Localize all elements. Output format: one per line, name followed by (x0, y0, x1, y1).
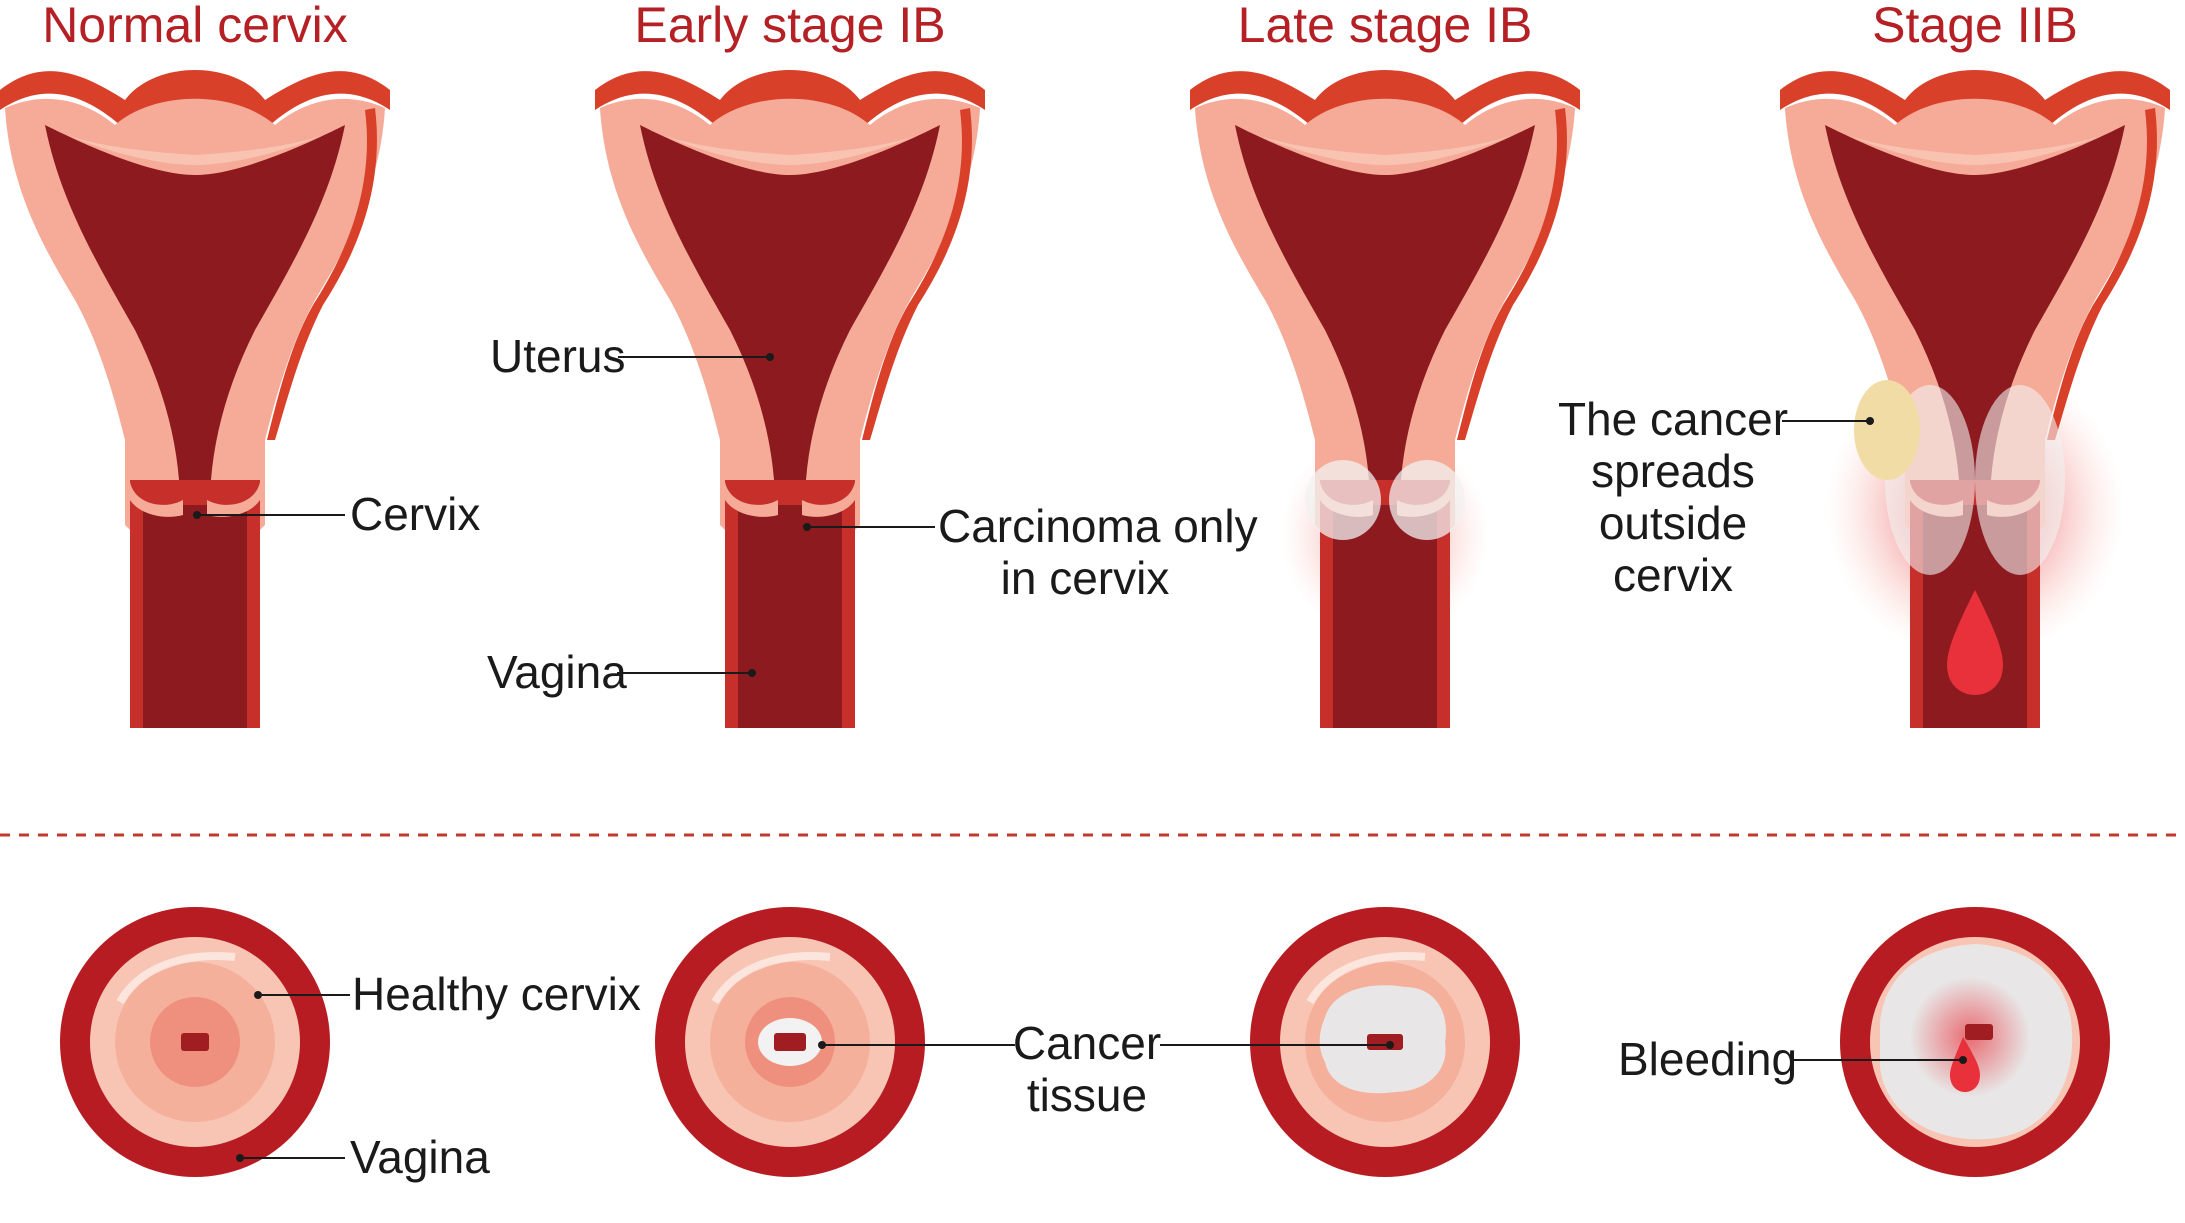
label-carcinoma: Carcinoma only in cervix (803, 500, 1258, 604)
label-uterus: Uterus (490, 330, 774, 382)
svg-text:outside: outside (1599, 497, 1747, 549)
svg-text:The cancer: The cancer (1558, 393, 1788, 445)
svg-text:Carcinoma only: Carcinoma only (938, 500, 1258, 552)
bleeding-drop-icon (1950, 1037, 1980, 1092)
label-healthy-cervix: Healthy cervix (254, 968, 641, 1020)
svg-text:cervix: cervix (1613, 549, 1733, 601)
label-vagina-top: Vagina (487, 646, 756, 698)
title-early-stage-ib: Early stage IB (634, 0, 945, 53)
svg-text:Vagina: Vagina (487, 646, 627, 698)
svg-text:Cervix: Cervix (350, 488, 480, 540)
svg-text:Bleeding: Bleeding (1618, 1033, 1797, 1085)
svg-text:tissue: tissue (1027, 1069, 1147, 1121)
uterus-late-stage (1190, 70, 1580, 728)
uterus-stage-iib (1780, 70, 2170, 728)
spread-tumor-mass (1854, 380, 1920, 480)
uterus-normal (0, 70, 390, 728)
disc-early-stage (655, 907, 925, 1177)
label-cancer-spreads: The cancer spreads outside cervix (1558, 393, 1874, 601)
label-bleeding: Bleeding (1618, 1033, 1967, 1085)
svg-text:spreads: spreads (1591, 445, 1755, 497)
svg-text:Healthy cervix: Healthy cervix (352, 968, 641, 1020)
disc-normal-os (181, 1033, 209, 1051)
disc-normal (60, 907, 330, 1177)
blood-drop-icon (1947, 590, 2003, 695)
title-late-stage-ib: Late stage IB (1238, 0, 1533, 53)
label-cervix: Cervix (193, 488, 480, 540)
svg-text:in cervix: in cervix (1001, 552, 1170, 604)
svg-text:Vagina: Vagina (350, 1131, 490, 1183)
disc-stage-iib (1840, 907, 2110, 1177)
title-stage-iib: Stage IIB (1872, 0, 2078, 53)
label-vagina-bottom: Vagina (236, 1131, 490, 1183)
uterus-early-stage (595, 70, 985, 728)
svg-text:Cancer: Cancer (1013, 1017, 1161, 1069)
svg-text:Uterus: Uterus (490, 330, 625, 382)
disc-late-stage (1250, 907, 1520, 1177)
title-normal-cervix: Normal cervix (42, 0, 348, 53)
label-cancer-tissue: Cancer tissue (818, 1017, 1394, 1121)
